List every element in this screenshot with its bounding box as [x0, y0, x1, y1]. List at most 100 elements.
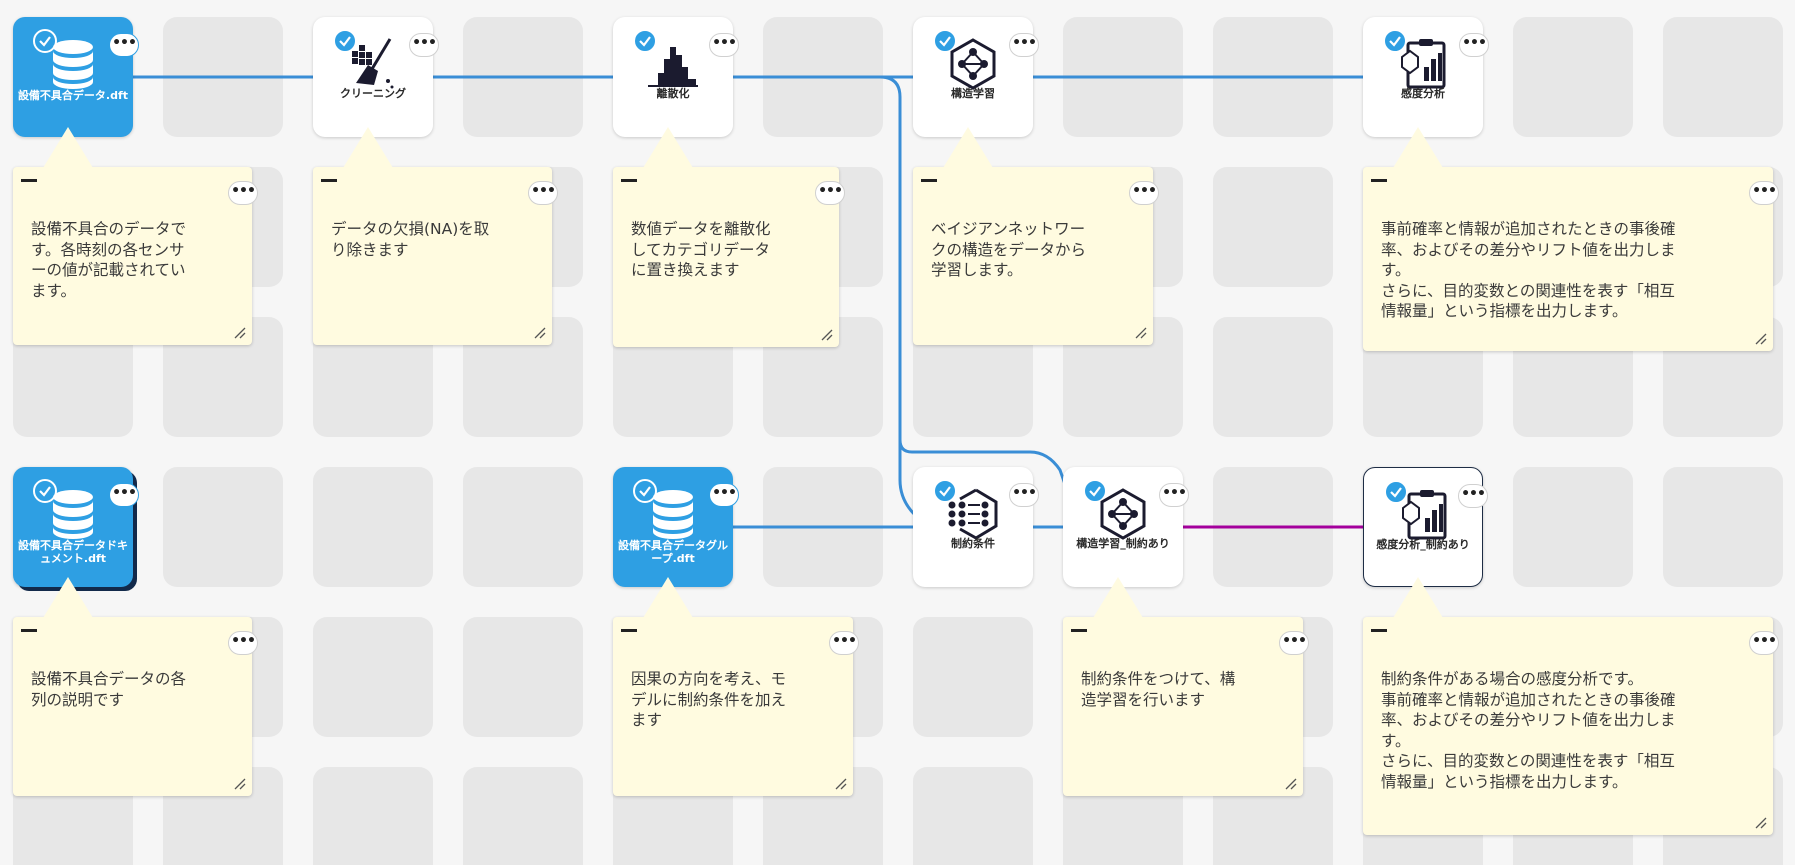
grid-cell — [463, 617, 583, 737]
check-icon[interactable] — [333, 29, 357, 53]
comment-note[interactable]: ••• 設備不具合データの各 列の説明です — [13, 577, 258, 796]
database-icon — [53, 490, 93, 539]
more-button[interactable]: ••• — [1129, 181, 1159, 205]
node-discretize[interactable]: ••• 離散化 — [613, 17, 739, 137]
note-text[interactable]: 因果の方向を考え、モ デルに制約条件を加え ます — [631, 670, 787, 730]
grid-cell — [13, 317, 133, 437]
analysis-clipboard-icon — [1401, 39, 1446, 89]
note-tail — [943, 127, 993, 168]
resize-grip-icon[interactable] — [835, 778, 847, 790]
grid-cell — [1513, 17, 1633, 137]
minimize-icon[interactable] — [1371, 179, 1387, 182]
node-equipment-failure-group[interactable]: ••• 設備不具合データグループ.dft — [613, 467, 739, 587]
more-button[interactable]: ••• — [528, 181, 558, 205]
node-label: 離散化 — [656, 87, 690, 100]
more-button[interactable]: ••• — [1009, 483, 1039, 507]
note-tail — [43, 577, 93, 618]
note-text[interactable]: 制約条件がある場合の感度分析です。 事前確率と情報が追加されたときの事後確 率、… — [1381, 670, 1676, 791]
comment-note[interactable]: ••• 因果の方向を考え、モ デルに制約条件を加え ます — [613, 577, 859, 796]
grid-cell — [463, 317, 583, 437]
grid-cell — [163, 317, 283, 437]
comment-note[interactable]: ••• 事前確率と情報が追加されたときの事後確 率、およびその差分やリフト値を出… — [1363, 127, 1779, 351]
check-icon[interactable] — [33, 479, 57, 503]
comment-note[interactable]: ••• ベイジアンネットワー クの構造をデータから 学習します。 — [913, 127, 1159, 345]
node-label: 構造学習 — [951, 87, 995, 100]
node-structure-learning-constrained[interactable]: ••• 構造学習_制約あり — [1063, 467, 1189, 587]
minimize-icon[interactable] — [921, 179, 937, 182]
note-text[interactable]: 事前確率と情報が追加されたときの事後確 率、およびその差分やリフト値を出力しま … — [1381, 220, 1676, 321]
more-button[interactable]: ••• — [228, 631, 258, 655]
more-button[interactable]: ••• — [815, 181, 845, 205]
comment-note[interactable]: ••• データの欠損(NA)を取 り除きます — [313, 127, 558, 345]
more-button[interactable]: ••• — [709, 483, 739, 507]
resize-grip-icon[interactable] — [1285, 778, 1297, 790]
more-button[interactable]: ••• — [829, 631, 859, 655]
more-button[interactable]: ••• — [709, 33, 739, 57]
more-button[interactable]: ••• — [1009, 33, 1039, 57]
minimize-icon[interactable] — [21, 629, 37, 632]
resize-grip-icon[interactable] — [1135, 327, 1147, 339]
resize-grip-icon[interactable] — [534, 327, 546, 339]
analysis-clipboard-icon — [1402, 490, 1447, 540]
grid-cell — [313, 317, 433, 437]
resize-grip-icon[interactable] — [1755, 817, 1767, 829]
check-icon[interactable] — [633, 479, 657, 503]
note-text[interactable]: ベイジアンネットワー クの構造をデータから 学習します。 — [931, 220, 1087, 280]
comment-note[interactable]: ••• 数値データを離散化 してカテゴリデータ に置き換えます — [613, 127, 845, 347]
node-sensitivity-analysis-constrained[interactable]: ••• 感度分析_制約あり — [1363, 467, 1488, 587]
check-icon[interactable] — [633, 29, 657, 53]
minimize-icon[interactable] — [621, 629, 637, 632]
minimize-icon[interactable] — [1071, 629, 1087, 632]
minimize-icon[interactable] — [21, 179, 37, 182]
node-cleaning[interactable]: ••• クリーニング — [313, 17, 439, 137]
comment-note[interactable]: ••• 制約条件がある場合の感度分析です。 事前確率と情報が追加されたときの事後… — [1363, 577, 1779, 835]
constraint-hexagon-icon — [948, 488, 998, 540]
resize-grip-icon[interactable] — [1755, 333, 1767, 345]
more-button[interactable]: ••• — [109, 483, 139, 507]
node-constraints[interactable]: ••• 制約条件 — [913, 467, 1039, 587]
note-tail — [43, 127, 93, 168]
note-text[interactable]: 制約条件をつけて、構 造学習を行います — [1081, 670, 1236, 709]
resize-grip-icon[interactable] — [234, 327, 246, 339]
more-button[interactable]: ••• — [409, 33, 439, 57]
note-text[interactable]: 数値データを離散化 してカテゴリデータ に置き換えます — [631, 220, 771, 280]
check-icon[interactable] — [1384, 480, 1408, 504]
note-tail — [643, 127, 693, 168]
node-label: 設備不具合データドキュメント.dft — [18, 539, 128, 565]
node-label: 感度分析_制約あり — [1376, 538, 1470, 551]
check-icon[interactable] — [933, 29, 957, 53]
check-icon[interactable] — [1383, 29, 1407, 53]
grid-cell — [1213, 317, 1333, 437]
node-sensitivity-analysis[interactable]: ••• 感度分析 — [1363, 17, 1489, 137]
minimize-icon[interactable] — [621, 179, 637, 182]
broom-icon — [352, 38, 394, 89]
note-tail — [1393, 577, 1443, 618]
more-button[interactable]: ••• — [1749, 181, 1779, 205]
node-equipment-failure-data[interactable]: ••• 設備不具合データ.dft — [13, 17, 139, 137]
grid-cell — [1213, 167, 1333, 287]
more-button[interactable]: ••• — [1159, 483, 1189, 507]
more-button[interactable]: ••• — [228, 181, 258, 205]
note-text[interactable]: データの欠損(NA)を取 り除きます — [331, 220, 490, 259]
check-icon[interactable] — [1083, 479, 1107, 503]
resize-grip-icon[interactable] — [234, 778, 246, 790]
resize-grip-icon[interactable] — [821, 329, 833, 341]
comment-note[interactable]: ••• 設備不具合のデータで す。各時刻の各センサ ーの値が記載されてい ます。 — [13, 127, 258, 345]
grid-cell — [913, 767, 1033, 865]
note-tail — [643, 577, 693, 618]
node-equipment-failure-document[interactable]: ••• 設備不具合データドキュメント.dft — [13, 467, 139, 587]
network-hexagon-icon — [950, 38, 996, 90]
node-structure-learning[interactable]: ••• 構造学習 — [913, 17, 1039, 137]
comment-note[interactable]: ••• 制約条件をつけて、構 造学習を行います — [1063, 577, 1309, 796]
more-button[interactable]: ••• — [1458, 484, 1488, 508]
more-button[interactable]: ••• — [109, 33, 139, 57]
note-text[interactable]: 設備不具合のデータで す。各時刻の各センサ ーの値が記載されてい ます。 — [31, 220, 187, 300]
more-button[interactable]: ••• — [1459, 33, 1489, 57]
more-button[interactable]: ••• — [1749, 631, 1779, 655]
check-icon[interactable] — [33, 29, 57, 53]
minimize-icon[interactable] — [1371, 629, 1387, 632]
grid-cell — [463, 767, 583, 865]
note-text[interactable]: 設備不具合データの各 列の説明です — [31, 670, 187, 709]
minimize-icon[interactable] — [321, 179, 337, 182]
more-button[interactable]: ••• — [1279, 631, 1309, 655]
